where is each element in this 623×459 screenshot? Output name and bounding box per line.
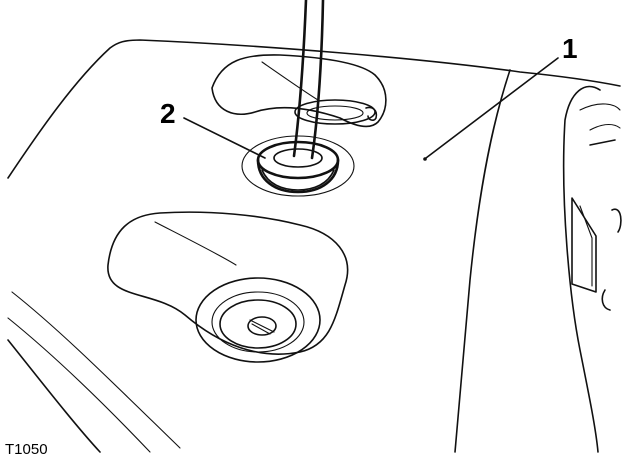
side-housing bbox=[454, 69, 622, 453]
leader-dot-1 bbox=[423, 157, 427, 161]
callout-label-2: 2 bbox=[160, 98, 176, 129]
panel-outline bbox=[7, 39, 621, 453]
figure-id: T1050 bbox=[5, 441, 48, 458]
callout-2: 2 bbox=[160, 98, 266, 159]
callout-label-1: 1 bbox=[562, 33, 578, 64]
grommet-with-tube bbox=[241, 0, 355, 197]
lower-recess bbox=[107, 211, 349, 363]
upper-recess bbox=[211, 54, 387, 128]
leader-line-1 bbox=[425, 57, 559, 159]
leader-line-2 bbox=[183, 117, 266, 159]
callout-1: 1 bbox=[423, 33, 578, 161]
